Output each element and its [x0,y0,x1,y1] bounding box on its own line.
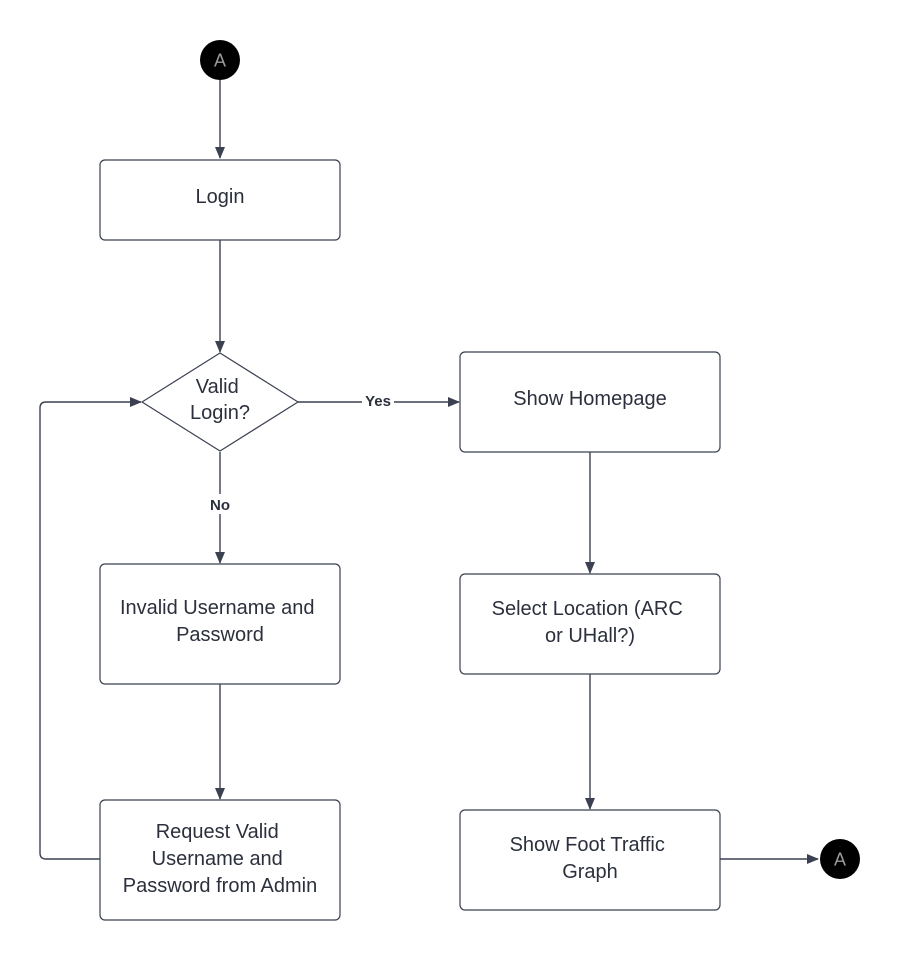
node-request-line-2: Username and [152,848,283,870]
node-request: Request Valid Username and Password from… [99,799,341,921]
yes-label: Yes [365,393,391,410]
node-invalid-box [99,563,341,685]
node-select-location-line-1: Select Location (ARC [492,598,683,620]
edge-request-loop-to-decision [39,397,142,860]
start-connector: A [200,40,240,80]
edge-labels: Yes No [205,393,394,514]
node-homepage-line-1: Show Homepage [513,388,666,410]
start-connector-label: A [214,51,226,71]
node-login-box [99,159,341,241]
node-valid-login-diamond [141,352,299,452]
node-homepage: Show Homepage [459,351,721,453]
yes-label-bg [362,393,394,411]
node-login-text: Login [196,186,245,208]
node-foot-traffic-box [459,809,721,911]
end-connector-label: A [834,850,846,870]
no-label: No [210,497,230,514]
node-login-line-1: Login [196,186,245,208]
node-valid-login-line-2: Login? [190,402,250,424]
end-connector: A [820,839,860,879]
node-homepage-text: Show Homepage [513,388,666,410]
node-select-location: Select Location (ARC or UHall?) [459,573,721,675]
node-request-line-3: Password from Admin [123,875,318,897]
node-select-location-text: Select Location (ARC or UHall?) [492,598,689,647]
node-invalid-text: Invalid Username and Password [120,597,320,646]
node-foot-traffic-line-1: Show Foot Traffic [510,834,665,856]
no-label-bg [205,494,235,514]
node-invalid: Invalid Username and Password [99,563,341,685]
node-select-location-box [459,573,721,675]
node-select-location-line-2: or UHall?) [545,625,635,647]
node-foot-traffic: Show Foot Traffic Graph [459,809,721,911]
node-invalid-line-1: Invalid Username and [120,597,315,619]
node-valid-login: Valid Login? [141,352,299,452]
node-valid-login-text: Valid Login? [190,376,250,424]
node-request-box [99,799,341,921]
node-request-line-1: Request Valid [156,821,279,843]
node-request-text: Request Valid Username and Password from… [123,821,318,897]
node-foot-traffic-text: Show Foot Traffic Graph [510,834,671,883]
node-homepage-box [459,351,721,453]
end-connector-circle [820,839,860,879]
node-valid-login-line-1: Valid [196,376,239,398]
node-login: Login [99,159,341,241]
start-connector-circle [200,40,240,80]
node-foot-traffic-line-2: Graph [562,861,618,883]
node-invalid-line-2: Password [176,624,264,646]
